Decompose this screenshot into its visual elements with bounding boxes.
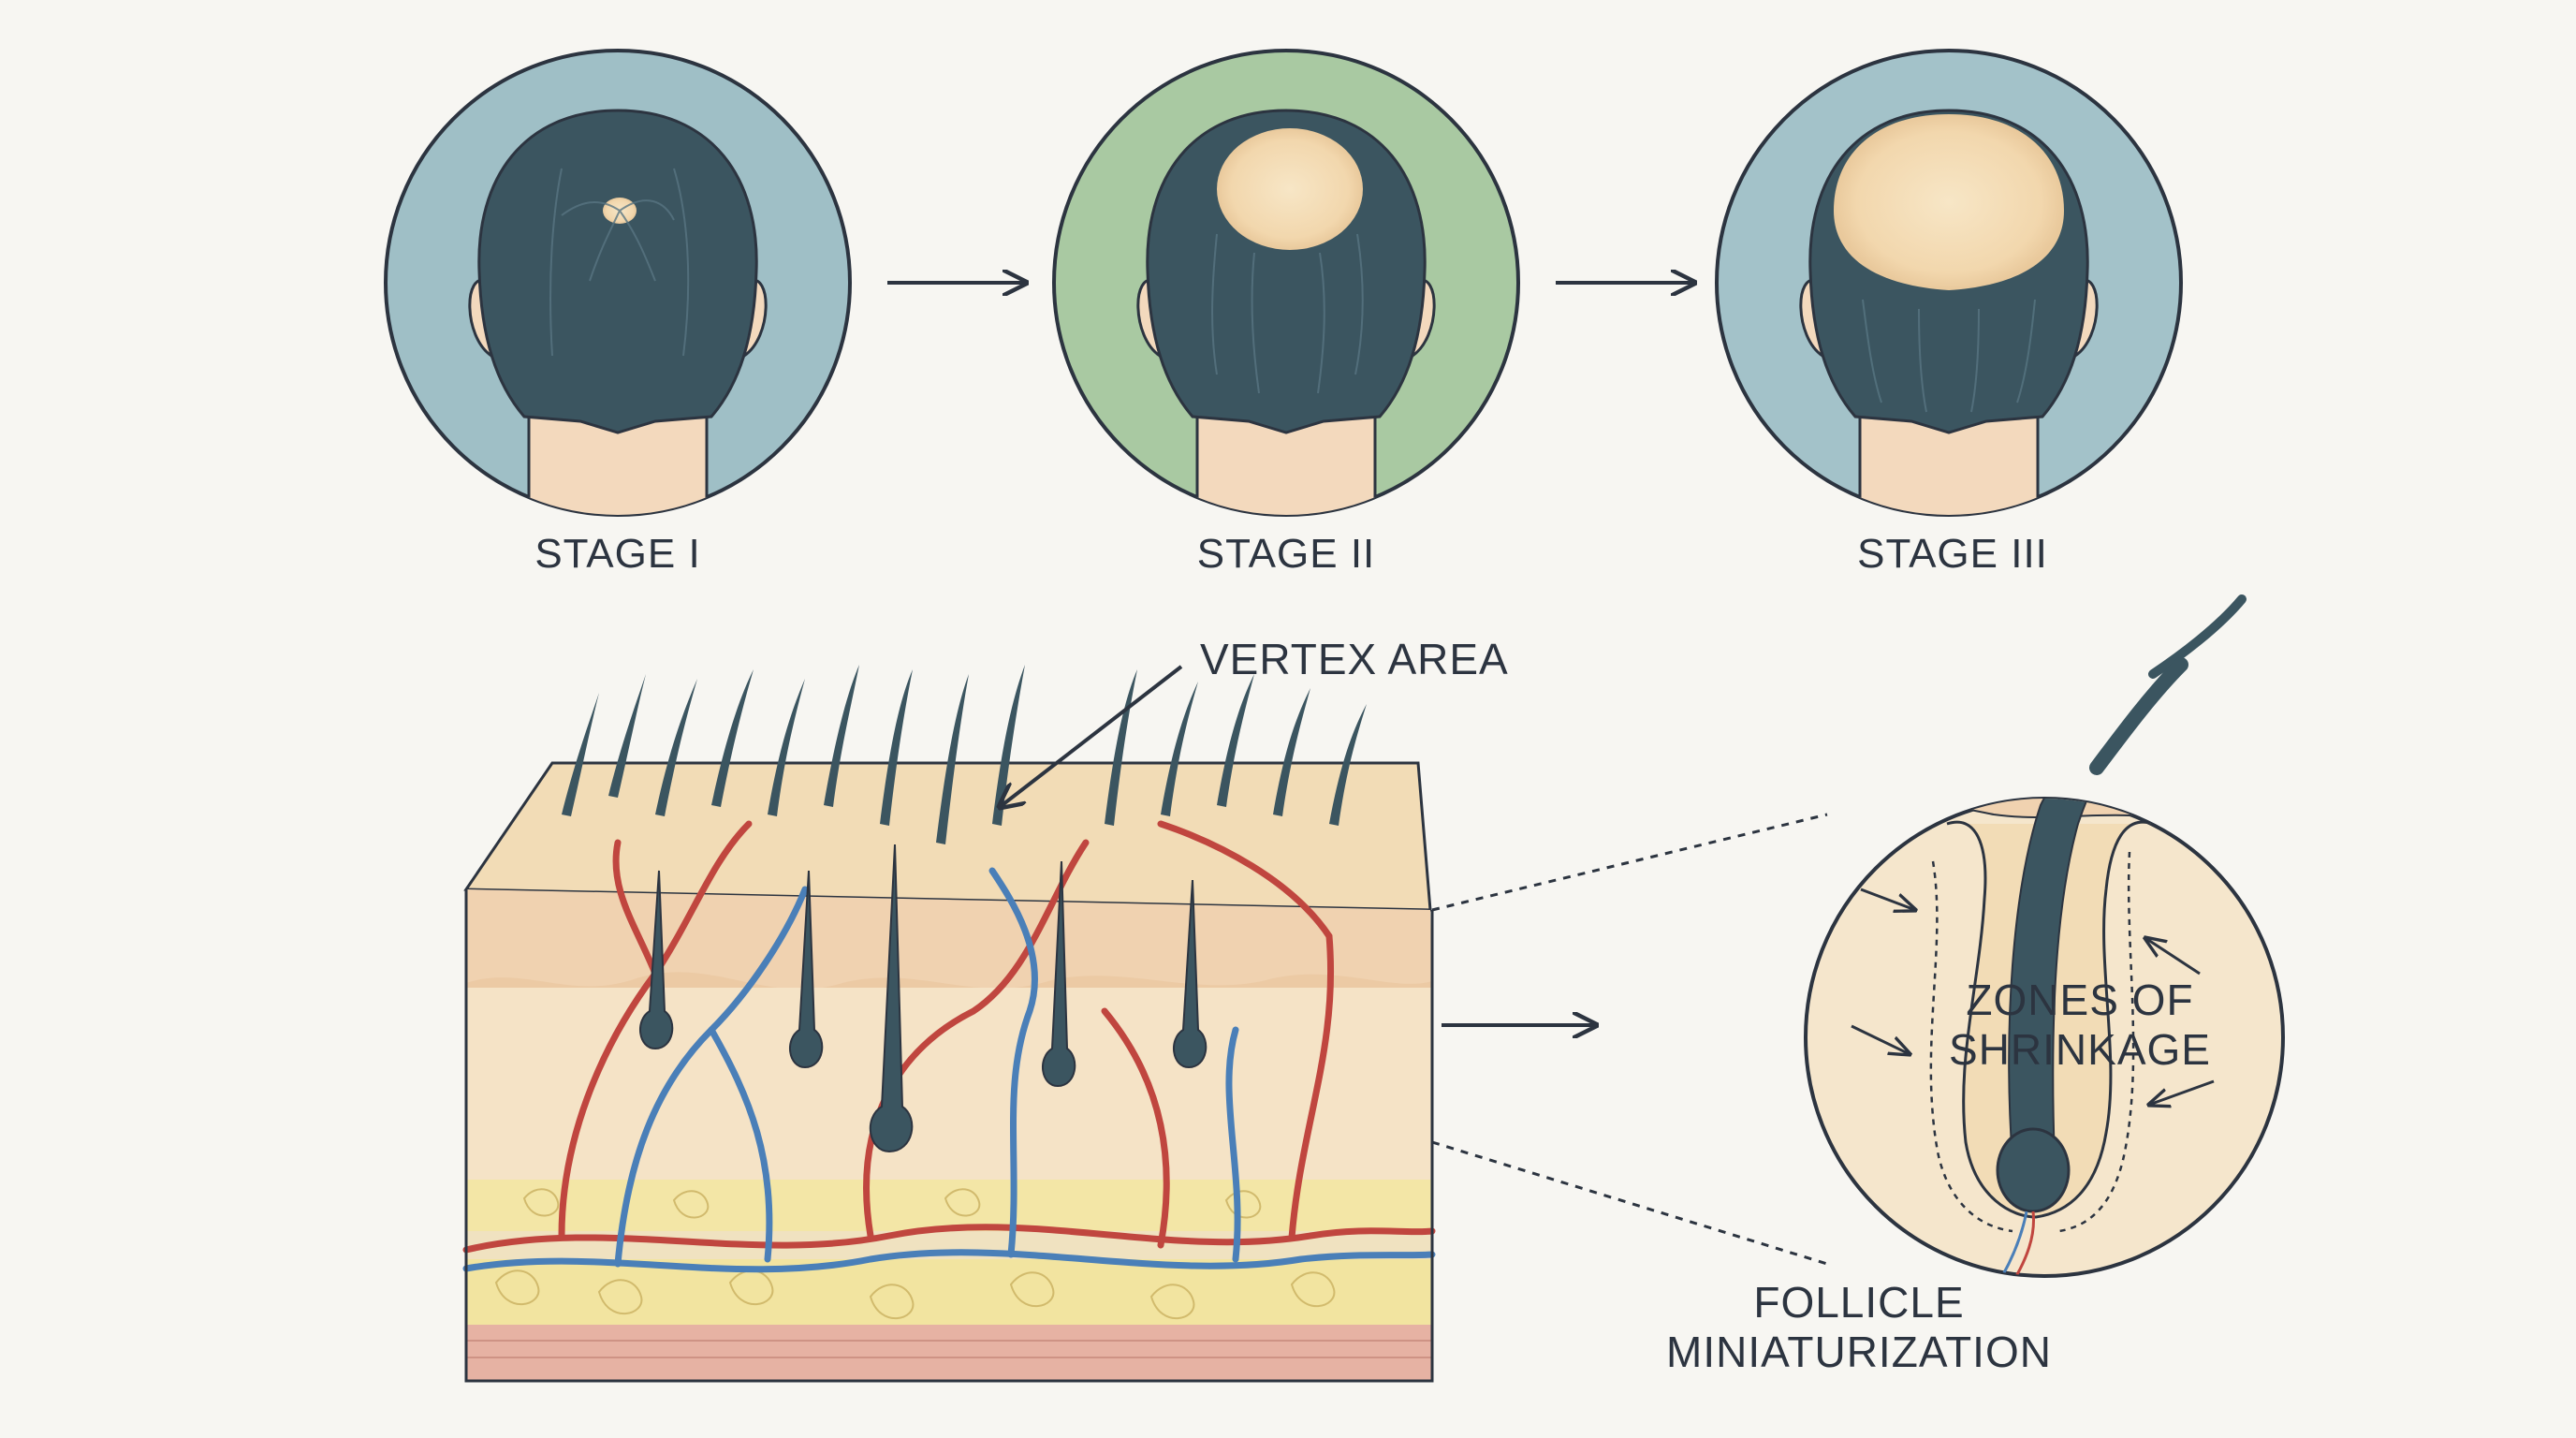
dermis-layer [466,988,1432,1180]
skin-cross-section [462,665,1436,1383]
stage-2-label: STAGE II [1196,531,1376,577]
stage-1-hair [477,109,758,434]
stage-3-bald-spot [1834,114,2064,290]
zones-line-2: SHRINKAGE [1949,1024,2211,1074]
follicle-hair-shaft [2008,799,2191,1162]
veins [462,867,1436,1273]
section-follicles [638,844,1208,1153]
zones-of-shrinkage-label: ZONES OF SHRINKAGE [1949,976,2211,1075]
stage-3-label: STAGE III [1857,531,2048,577]
muscle-layer [466,1325,1432,1381]
stage-1-head [384,49,852,517]
zones-line-1: ZONES OF [1966,976,2194,1024]
shrinkage-outline-left [1929,860,2013,1233]
vertex-area-label: VERTEX AREA [1200,635,1509,683]
follicle-line-1: FOLLICLE [1753,1278,1965,1327]
arteries [462,820,1436,1254]
follicle-lens [1804,594,2285,1278]
stage-2-head [1052,49,1520,517]
stage-3-head [1715,49,2183,517]
follicle-bulb [1996,1127,2071,1213]
zoom-line-top [1431,813,1828,912]
zoom-line-bottom [1431,1140,1828,1266]
stage-2-bald-spot [1217,128,1363,250]
stage-1-label: STAGE I [534,531,701,577]
follicle-miniaturization-label: FOLLICLE MINIATURIZATION [1666,1278,2052,1377]
fat-layer-lower [466,1259,1432,1325]
follicle-line-2: MINIATURIZATION [1666,1327,2052,1376]
vertex-area-pointer [1000,665,1183,807]
